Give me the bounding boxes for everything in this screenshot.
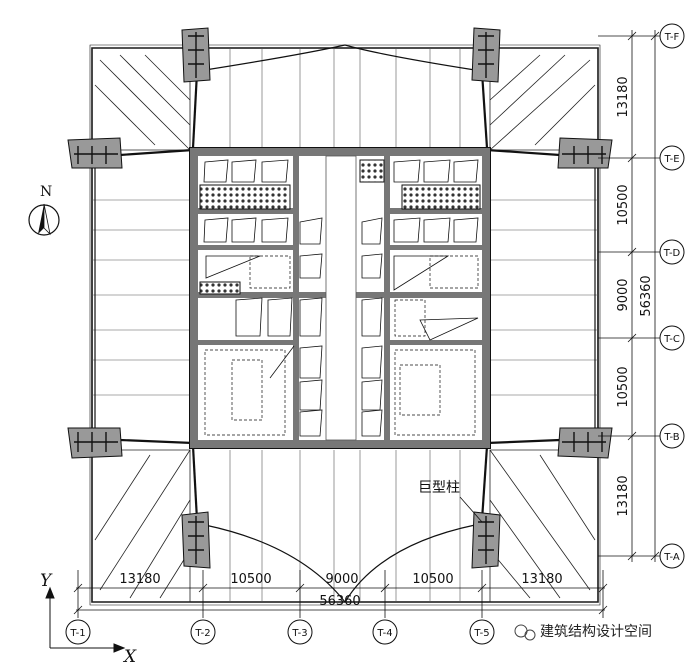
column-grid-bubbles: T-1 T-2 T-3 T-4 T-5 <box>65 619 495 645</box>
mega-column-e-lower <box>557 427 613 459</box>
mega-columns <box>67 27 613 569</box>
watermark-text: 建筑结构设计空间 <box>540 624 652 640</box>
right-dim-3: 9000 <box>616 278 631 311</box>
right-dim-2: 10500 <box>616 184 631 225</box>
row-grid-bubbles: T-F T-E T-D T-C T-B T-A <box>659 23 685 569</box>
mega-column-se <box>471 511 501 569</box>
right-dimension-chain <box>598 30 660 562</box>
svg-text:T-E: T-E <box>663 154 679 165</box>
grid-bubble-T-3: T-3 <box>287 619 313 645</box>
bottom-dimension-chain <box>73 570 608 618</box>
svg-text:T-C: T-C <box>663 334 680 345</box>
bottom-dimension-texts: 13180 10500 9000 10500 13180 56360 <box>119 572 562 609</box>
svg-text:T-D: T-D <box>663 248 681 259</box>
mega-column-ne <box>471 27 501 83</box>
grid-bubble-T-5: T-5 <box>469 619 495 645</box>
grid-bubble-T-1: T-1 <box>65 619 91 645</box>
grid-bubble-T-F: T-F <box>659 23 685 49</box>
core-tube <box>189 147 491 449</box>
svg-text:T-4: T-4 <box>376 628 392 639</box>
right-dim-5: 13180 <box>616 475 631 516</box>
mega-column-label: 巨型柱 <box>418 480 460 496</box>
svg-text:T-2: T-2 <box>194 628 210 639</box>
svg-text:T-5: T-5 <box>473 628 489 639</box>
xy-axis-indicator <box>45 586 126 653</box>
mega-column-e-upper <box>557 137 613 169</box>
outrigger-trusses <box>94 44 596 603</box>
grid-bubble-T-E: T-E <box>659 145 685 171</box>
bottom-dim-5: 13180 <box>521 572 562 587</box>
bottom-dim-2: 10500 <box>230 572 271 587</box>
svg-text:T-3: T-3 <box>291 628 307 639</box>
watermark: 建筑结构设计空间 <box>514 624 652 641</box>
right-dim-4: 10500 <box>616 366 631 407</box>
north-label: N <box>40 184 52 200</box>
north-arrow: N <box>28 184 60 236</box>
svg-text:T-B: T-B <box>663 432 679 443</box>
mega-column-w-upper <box>67 137 123 169</box>
grid-bubble-T-B: T-B <box>659 423 685 449</box>
bottom-dim-1: 13180 <box>119 572 160 587</box>
bottom-dim-4: 10500 <box>412 572 453 587</box>
mega-column-callout: 巨型柱 <box>418 480 483 523</box>
svg-text:T-A: T-A <box>663 552 680 563</box>
mega-column-nw <box>181 27 211 83</box>
bottom-dim-total: 56360 <box>319 594 360 609</box>
grid-bubble-T-D: T-D <box>659 239 685 265</box>
grid-bubble-T-4: T-4 <box>372 619 398 645</box>
mega-column-w-lower <box>67 427 123 459</box>
svg-text:T-F: T-F <box>664 32 680 43</box>
floor-beams <box>92 48 598 602</box>
right-dim-total: 56360 <box>639 275 654 316</box>
grid-bubble-T-C: T-C <box>659 325 685 351</box>
mega-column-sw <box>181 511 211 569</box>
axis-x-label: X <box>122 647 137 663</box>
axis-y-label: Y <box>40 571 53 591</box>
bottom-dim-3: 9000 <box>325 572 358 587</box>
grid-bubble-T-2: T-2 <box>190 619 216 645</box>
right-dim-1: 13180 <box>616 76 631 117</box>
svg-text:T-1: T-1 <box>69 628 85 639</box>
grid-bubble-T-A: T-A <box>659 543 685 569</box>
right-dimension-texts: 13180 10500 9000 10500 13180 56360 <box>616 76 654 516</box>
